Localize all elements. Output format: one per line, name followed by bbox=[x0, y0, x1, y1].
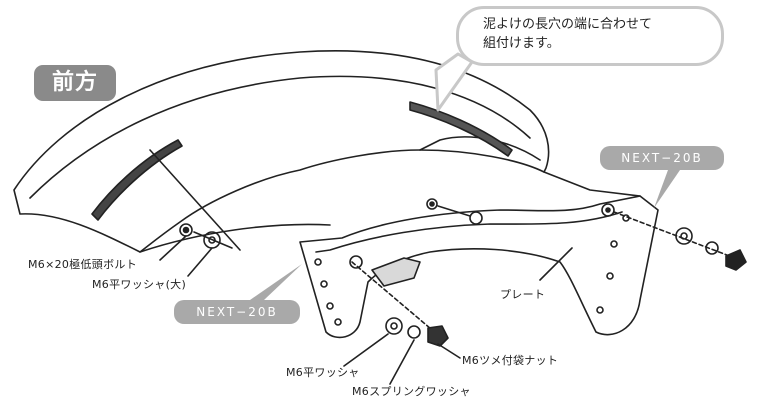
center-bracket bbox=[371, 257, 421, 287]
label-claw-nut: M6ツメ付袋ナット bbox=[462, 354, 559, 367]
fender-tail bbox=[543, 171, 641, 197]
label-washer-large: M6平ワッシャ(大) bbox=[92, 278, 187, 291]
part-number-badge-left: NEXT−20B bbox=[174, 300, 300, 324]
part-number-badge-right: NEXT−20B bbox=[600, 146, 724, 170]
plate-hole bbox=[314, 258, 322, 266]
plate-hole bbox=[610, 240, 618, 248]
fender-slot-right bbox=[409, 101, 513, 157]
washer-right bbox=[675, 227, 693, 245]
leader-claw-nut bbox=[437, 343, 461, 359]
label-spring-washer: M6スプリングワッシャ bbox=[352, 385, 471, 398]
claw-nut-right bbox=[725, 249, 747, 271]
plate-hole bbox=[334, 318, 342, 326]
fender-inner-edge bbox=[29, 75, 531, 199]
claw-nut-lower bbox=[427, 325, 449, 347]
callout-line-2: 組付けます。 bbox=[483, 36, 560, 51]
leader-bolt bbox=[159, 235, 187, 261]
plate-hole bbox=[326, 302, 334, 310]
callout-pointer bbox=[434, 52, 474, 112]
leader-plate bbox=[539, 247, 573, 281]
callout-line-1: 泥よけの長穴の端に合わせて bbox=[483, 17, 653, 32]
plate-hole bbox=[606, 272, 614, 280]
leader-spring-washer bbox=[389, 339, 415, 385]
washer-lower bbox=[385, 317, 403, 335]
fender-slot-left bbox=[91, 139, 183, 221]
leader-washer-large bbox=[187, 247, 213, 277]
leader-washer bbox=[343, 333, 389, 367]
label-washer: M6平ワッシャ bbox=[286, 366, 360, 379]
plate-hole bbox=[320, 280, 328, 288]
spring-washer-lower bbox=[407, 325, 421, 339]
fender-outline bbox=[13, 50, 550, 253]
leader-front-slash bbox=[149, 149, 241, 251]
badge-pointer-right bbox=[654, 170, 680, 208]
spring-washer-right bbox=[705, 241, 719, 255]
label-plate: プレート bbox=[500, 288, 546, 301]
front-direction-tag: 前方 bbox=[34, 65, 116, 101]
label-bolt: M6×20極低頭ボルト bbox=[28, 258, 138, 271]
badge-pointer-left bbox=[250, 264, 302, 300]
instruction-callout: 泥よけの長穴の端に合わせて 組付けます。 bbox=[456, 6, 724, 66]
plate-hole bbox=[596, 306, 604, 314]
